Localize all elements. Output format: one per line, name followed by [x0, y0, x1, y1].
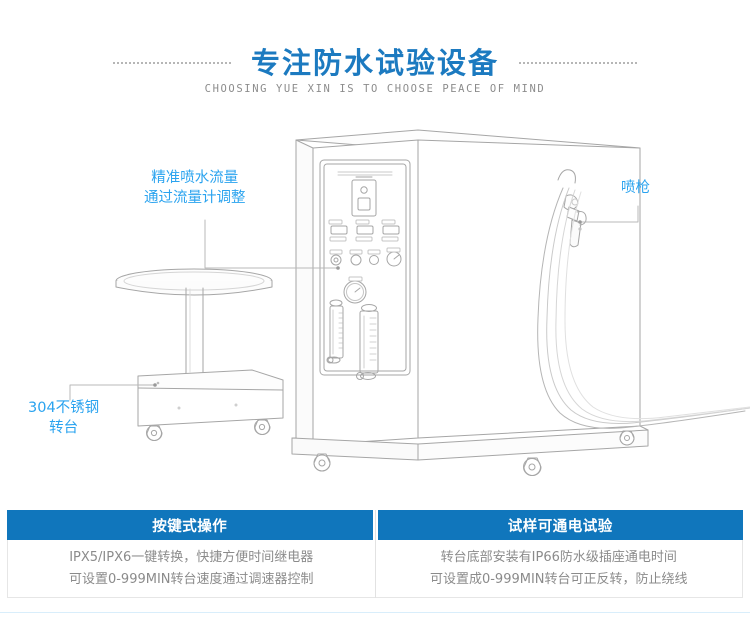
- pressure-gauge: [343, 276, 367, 304]
- callout-turntable-line1: 304不锈钢: [28, 400, 100, 416]
- feature-body-energized-test: 转台底部安装有IP66防水级插座通电时间 可设置成0-999MIN转台可正反转，…: [375, 540, 743, 598]
- callout-leader-lines: [69, 205, 639, 401]
- flowmeter-large: [356, 304, 379, 380]
- dotted-rule-right: [519, 62, 637, 64]
- panel-knobs: [329, 247, 402, 267]
- callout-flowmeter-line2: 通过流量计调整: [144, 190, 246, 206]
- dotted-rule-left: [112, 62, 231, 64]
- callout-turntable-line2: 转台: [49, 420, 79, 436]
- callout-spray-gun-line1: 喷枪: [621, 180, 650, 196]
- panel-buttons: [328, 219, 400, 242]
- bottom-divider: [0, 612, 750, 613]
- feature-energized-test-line1: 转台底部安装有IP66防水级插座通电时间: [440, 549, 677, 565]
- feature-heading-energized-test: 试样可通电试验: [377, 510, 743, 540]
- feature-operation-line2: 可设置0-999MIN转台速度通过调速器控制: [68, 571, 314, 587]
- feature-body-operation: IPX5/IPX6一键转换，快捷方便时间继电器 可设置0-999MIN转台速度通…: [7, 540, 375, 598]
- feature-column-energized-test: 试样可通电试验 转台底部安装有IP66防水级插座通电时间 可设置成0-999MI…: [375, 510, 743, 598]
- page-title: 专注防水试验设备: [250, 46, 499, 80]
- feature-operation-line1: IPX5/IPX6一键转换，快捷方便时间继电器: [69, 549, 314, 565]
- control-panel: [319, 159, 411, 380]
- feature-column-operation: 按键式操作 IPX5/IPX6一键转换，快捷方便时间继电器 可设置0-999MI…: [7, 510, 376, 598]
- feature-panel: 按键式操作 IPX5/IPX6一键转换，快捷方便时间继电器 可设置0-999MI…: [7, 510, 743, 598]
- flowmeter-small: [326, 299, 344, 364]
- product-illustration: [0, 108, 750, 493]
- callout-label-turntable: 304不锈钢 转台: [28, 398, 99, 438]
- stainless-turntable: [115, 268, 284, 441]
- page-subtitle: CHOOSING YUE XIN IS TO CHOOSE PEACE OF M…: [204, 83, 546, 95]
- callout-flowmeter-line1: 精准喷水流量: [151, 170, 239, 186]
- callout-label-spray-gun: 喷枪: [621, 178, 650, 198]
- cabinet-casters: [313, 430, 635, 476]
- feature-heading-operation: 按键式操作: [7, 510, 373, 540]
- page-header: 专注防水试验设备 CHOOSING YUE XIN IS TO CHOOSE P…: [0, 0, 750, 110]
- feature-energized-test-line2: 可设置成0-999MIN转台可正反转，防止绕线: [429, 571, 688, 587]
- callout-label-flowmeter: 精准喷水流量 通过流量计调整: [144, 168, 246, 208]
- spray-gun-assembly: [537, 169, 750, 429]
- equipment-line-drawing: [69, 129, 750, 476]
- title-row: 专注防水试验设备: [0, 42, 750, 80]
